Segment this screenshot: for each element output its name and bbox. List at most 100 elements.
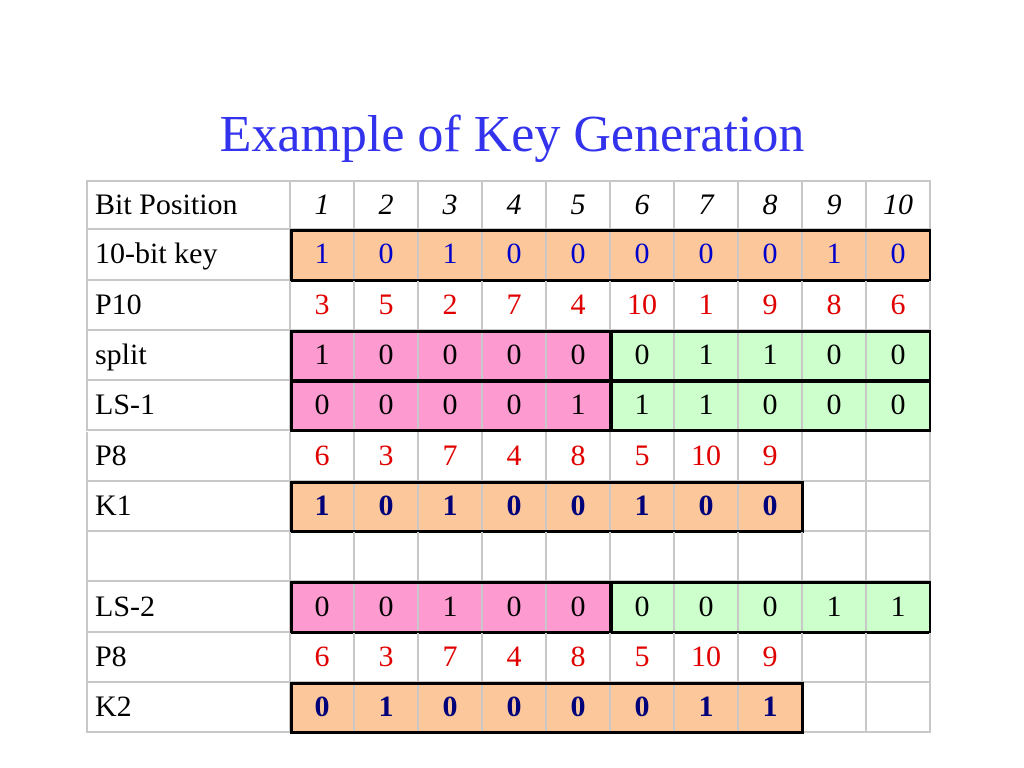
bit-cell: 3 — [291, 280, 355, 331]
bit-cell: 8 — [547, 632, 611, 683]
bit-cell: 0 — [419, 683, 483, 734]
bit-cell: 1 — [739, 683, 803, 734]
bit-cell: 10 — [611, 280, 675, 331]
slide-title: Example of Key Generation — [219, 106, 805, 163]
row-label: LS-2 — [86, 582, 291, 633]
bit-cell: 1 — [419, 481, 483, 533]
bit-cell: 0 — [803, 330, 867, 382]
bit-cell: 1 — [355, 683, 419, 734]
bit-cell: 6 — [291, 431, 355, 482]
bit-cell: 1 — [419, 582, 483, 633]
bit-cell: 5 — [611, 431, 675, 482]
bit-cell — [867, 683, 931, 734]
bit-cell: 1 — [291, 481, 355, 533]
bit-cell: 5 — [547, 180, 611, 231]
bit-cell: 0 — [291, 683, 355, 734]
bit-cell: 2 — [355, 180, 419, 231]
bit-cell: 0 — [355, 230, 419, 281]
bit-cell: 8 — [803, 280, 867, 331]
bit-cell: 0 — [355, 381, 419, 432]
bit-cell: 0 — [419, 381, 483, 432]
bit-cell: 1 — [675, 683, 739, 734]
bit-cell: 0 — [291, 381, 355, 432]
bit-cell: 0 — [739, 230, 803, 281]
bit-cell: 7 — [483, 280, 547, 331]
row-label: K1 — [86, 481, 291, 533]
bit-cell: 5 — [611, 632, 675, 683]
row-label: 10-bit key — [86, 230, 291, 281]
bit-cell: 0 — [547, 683, 611, 734]
row-label: K2 — [86, 683, 291, 734]
bit-cell: 0 — [675, 230, 739, 281]
bit-cell: 3 — [355, 431, 419, 482]
bit-cell: 7 — [675, 180, 739, 231]
bit-cell: 1 — [291, 230, 355, 281]
bit-cell: 8 — [547, 431, 611, 482]
bit-cell — [419, 532, 483, 583]
bit-cell: 8 — [739, 180, 803, 231]
bit-cell: 1 — [867, 582, 931, 633]
bit-cell — [867, 632, 931, 683]
bit-cell: 1 — [547, 381, 611, 432]
bit-cell: 0 — [355, 481, 419, 533]
bit-cell — [355, 532, 419, 583]
bit-cell: 1 — [675, 381, 739, 432]
bit-cell — [803, 481, 867, 533]
bit-cell: 0 — [355, 330, 419, 382]
bit-cell: 0 — [739, 381, 803, 432]
bit-cell: 1 — [611, 481, 675, 533]
bit-cell — [483, 532, 547, 583]
bit-cell — [803, 683, 867, 734]
bit-cell: 9 — [739, 280, 803, 331]
bit-cell: 5 — [355, 280, 419, 331]
bit-cell: 4 — [547, 280, 611, 331]
bit-cell: 1 — [675, 280, 739, 331]
bit-cell: 6 — [611, 180, 675, 231]
bit-cell — [867, 431, 931, 482]
bit-cell: 4 — [483, 180, 547, 231]
bit-cell: 0 — [867, 330, 931, 382]
bit-cell — [803, 431, 867, 482]
bit-cell: 2 — [419, 280, 483, 331]
bit-cell: 10 — [675, 632, 739, 683]
bit-cell — [739, 532, 803, 583]
bit-cell — [803, 632, 867, 683]
bit-cell: 0 — [611, 230, 675, 281]
bit-cell: 0 — [547, 481, 611, 533]
bit-cell — [867, 532, 931, 583]
bit-cell: 0 — [547, 582, 611, 633]
bit-cell — [803, 532, 867, 583]
bit-cell: 0 — [483, 381, 547, 432]
bit-cell: 0 — [867, 381, 931, 432]
bit-cell: 0 — [483, 230, 547, 281]
bit-cell: 1 — [803, 582, 867, 633]
bit-cell: 0 — [355, 582, 419, 633]
bit-cell: 0 — [675, 481, 739, 533]
bit-cell: 0 — [483, 683, 547, 734]
bit-cell — [675, 532, 739, 583]
bit-cell: 0 — [419, 330, 483, 382]
bit-cell: 1 — [611, 381, 675, 432]
bit-cell: 0 — [739, 481, 803, 533]
row-label: Bit Position — [86, 180, 291, 231]
row-label: P10 — [86, 280, 291, 331]
bit-cell — [291, 532, 355, 583]
bit-cell — [547, 532, 611, 583]
bit-cell: 1 — [291, 180, 355, 231]
bit-cell: 1 — [291, 330, 355, 382]
bit-cell — [867, 481, 931, 533]
bit-cell: 0 — [483, 481, 547, 533]
bit-cell: 7 — [419, 632, 483, 683]
bit-cell: 1 — [675, 330, 739, 382]
bit-cell: 9 — [739, 431, 803, 482]
row-label — [86, 532, 291, 583]
bit-cell: 7 — [419, 431, 483, 482]
bit-cell: 0 — [611, 330, 675, 382]
bit-cell: 1 — [739, 330, 803, 382]
bit-cell: 0 — [803, 381, 867, 432]
row-label: LS-1 — [86, 381, 291, 432]
bit-cell: 0 — [547, 230, 611, 281]
bit-cell: 1 — [419, 230, 483, 281]
bit-cell: 3 — [355, 632, 419, 683]
